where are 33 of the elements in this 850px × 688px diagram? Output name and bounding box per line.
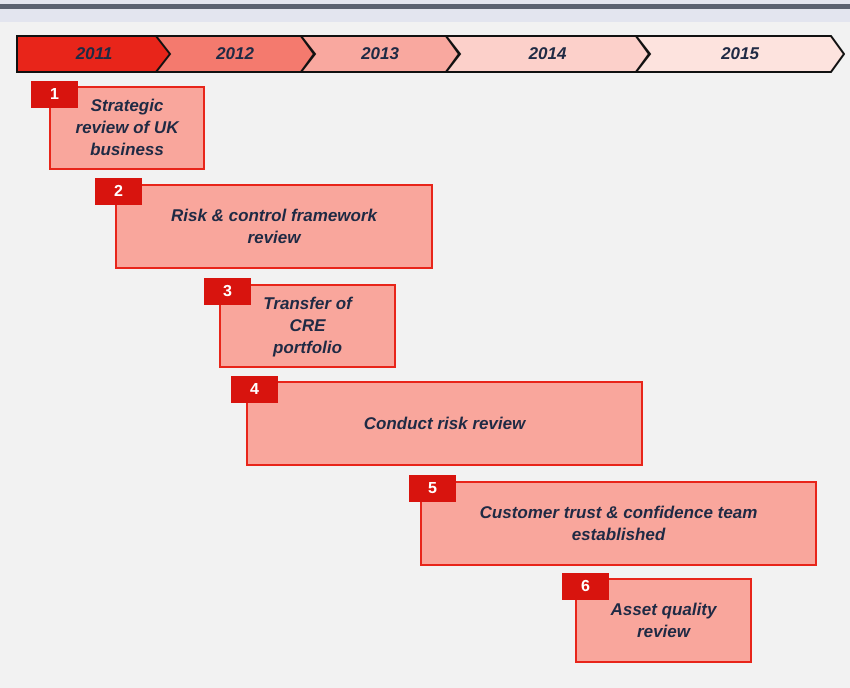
year-label: 2011 — [76, 43, 112, 65]
task-box — [115, 184, 433, 269]
task-box — [420, 481, 817, 566]
number-badge — [562, 573, 609, 600]
year-label: 2015 — [721, 43, 759, 65]
task-label: Customer trust & confidence team established — [478, 502, 758, 546]
task-label: Risk & control framework review — [170, 204, 378, 248]
task-label: Strategic review of UK business — [74, 95, 180, 161]
task-label: Conduct risk review — [364, 412, 526, 434]
year-phase — [155, 35, 315, 73]
task-label: Transfer of CRE portfolio — [262, 293, 354, 359]
number-label: 1 — [50, 84, 59, 104]
year-phase — [635, 35, 845, 73]
number-badge — [95, 178, 142, 205]
task-box — [246, 381, 643, 466]
number-badge — [204, 278, 251, 305]
number-label: 6 — [581, 576, 590, 596]
year-label: 2014 — [528, 43, 566, 65]
task-box — [49, 86, 205, 170]
number-label: 3 — [223, 282, 232, 302]
number-badge — [409, 475, 456, 502]
year-phase — [300, 35, 460, 73]
year-label: 2012 — [216, 43, 254, 65]
task-box — [575, 578, 752, 663]
year-phase — [445, 35, 650, 73]
year-label: 2013 — [361, 43, 399, 65]
number-badge — [231, 376, 278, 403]
number-badge — [31, 81, 78, 108]
number-label: 4 — [250, 380, 259, 400]
number-label: 5 — [428, 478, 437, 498]
task-box — [219, 284, 396, 368]
task-label: Asset quality review — [609, 598, 718, 642]
number-label: 2 — [114, 182, 123, 202]
